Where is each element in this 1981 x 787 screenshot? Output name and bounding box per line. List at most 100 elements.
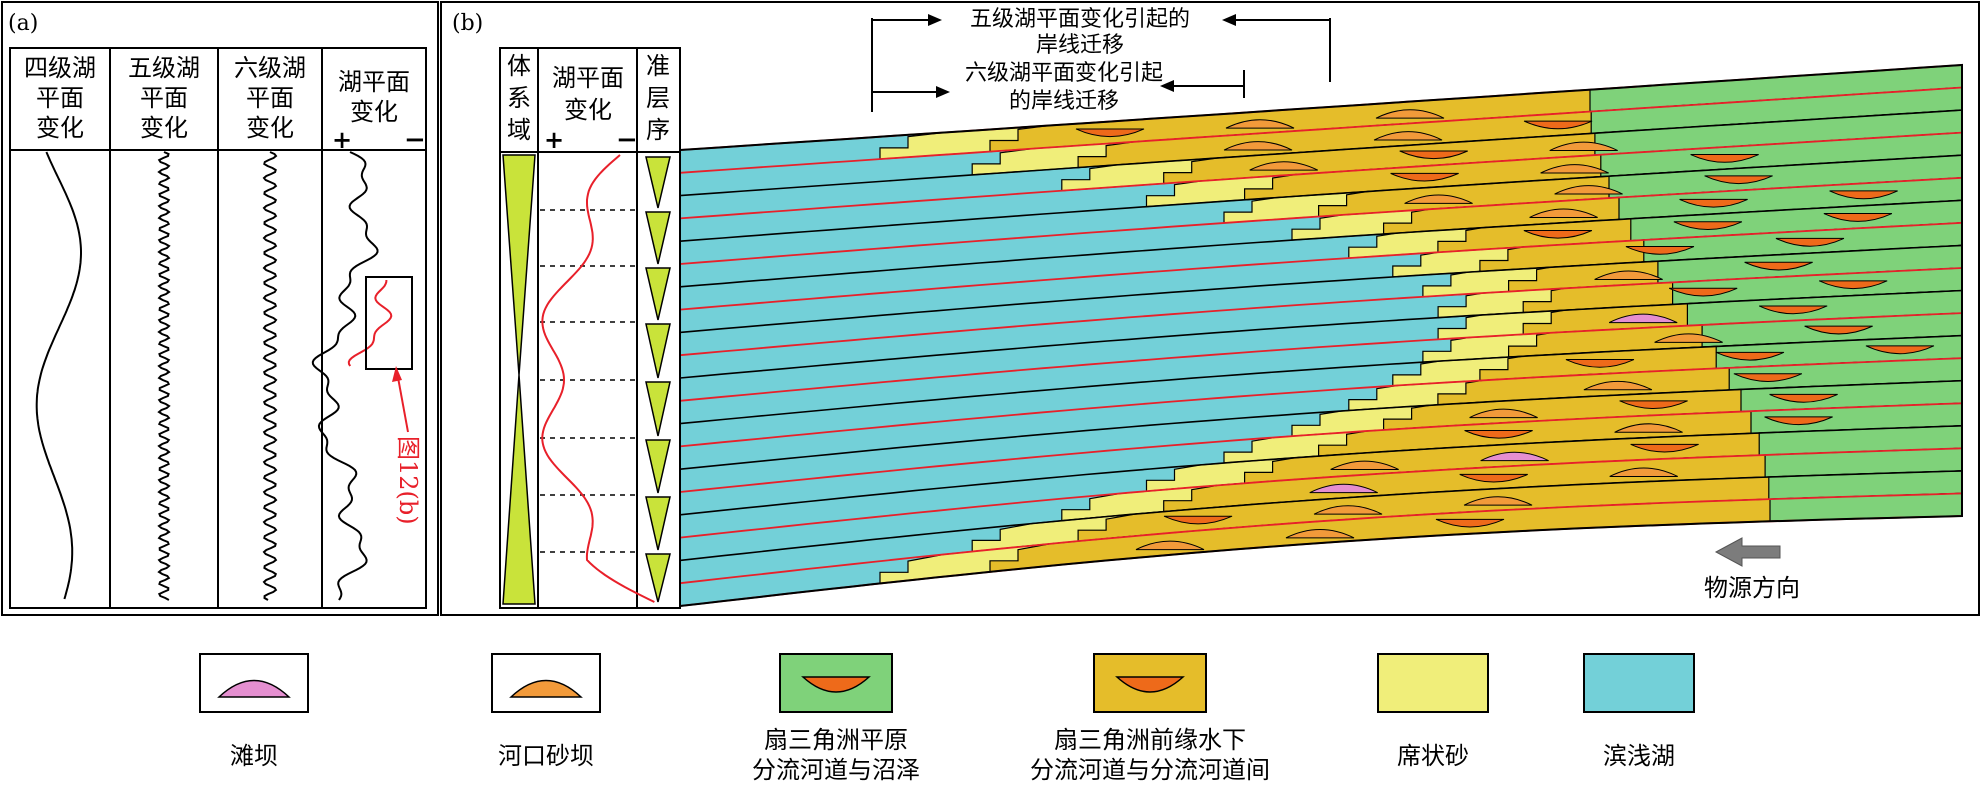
channel-lens (1673, 221, 1743, 230)
legend-label: 分流河道与沼泽 (752, 756, 920, 784)
panel-a: (a) 四级湖 平面 变化 五级湖 平面 变化 六级湖 平面 变化 湖平面 变化… (1, 1, 439, 616)
parasequence-triangles (645, 156, 671, 603)
bar-lens (1480, 451, 1549, 462)
channel-lens (1075, 128, 1145, 138)
bar-lens (1249, 161, 1318, 171)
fifth-order-curve (157, 151, 171, 601)
parasequence-header: 准 层 序 (646, 52, 670, 144)
panel-b-frame (440, 1, 1980, 616)
legend-label: 滩坝 (230, 742, 278, 770)
legend-swatch (1093, 653, 1207, 713)
annotation-six-line2: 的岸线迁移 (1009, 89, 1119, 114)
legend-label: 席状砂 (1397, 742, 1469, 770)
header-line: 四级湖 (24, 54, 96, 82)
header-line: 域 (507, 116, 531, 144)
header-line: 层 (646, 84, 670, 112)
layer-boundary (679, 86, 1963, 174)
arrowhead (936, 86, 950, 98)
legend-label: 分流河道与分流河道间 (1030, 756, 1270, 784)
panel-a-header-4th: 四级湖 平面 变化 (24, 54, 96, 142)
legend-item-sheet-sand: 席状砂 (1377, 653, 1489, 770)
channel-icon (801, 676, 871, 693)
channel-lens (1390, 172, 1459, 182)
channel-lens (1829, 190, 1898, 200)
header-line: 平面 (246, 84, 294, 112)
channel-lens (1679, 198, 1748, 208)
systems-tract-upper-triangle (502, 154, 536, 376)
bar-lens (1529, 208, 1598, 218)
header-line: 湖平面 (552, 64, 624, 92)
bar-lens (1375, 109, 1445, 119)
lake-level-curve (541, 154, 655, 603)
bar-lens (1313, 505, 1383, 515)
channel-icon (1115, 676, 1185, 693)
layer-boundary (679, 402, 1963, 493)
channel-lens (1630, 443, 1699, 453)
channel-lens (1399, 150, 1468, 160)
layer-boundary (679, 267, 1963, 357)
legend-item-fan-delta-plain: 扇三角洲平原 分流河道与沼泽 (752, 653, 920, 784)
minus-sign: − (404, 125, 426, 155)
bar-lens (1330, 460, 1399, 470)
legend-item-shore-shallow-lake: 滨浅湖 (1583, 653, 1695, 770)
parasequence-triangle (645, 156, 671, 209)
shoreline-annotations: 五级湖平面变化引起的 岸线迁移 六级湖平面变化引起 的岸线迁移 (871, 7, 1331, 114)
cross-section-outline (679, 63, 1963, 608)
parasequence-triangle (645, 323, 671, 379)
legend-label: 滨浅湖 (1603, 742, 1675, 770)
lake-level-header: 湖平面 变化 + − (544, 64, 638, 155)
bar-lens (1594, 270, 1663, 280)
legend-item-mouth-bar: 河口砂坝 (491, 653, 601, 770)
systems-tract-header: 体 系 域 (507, 52, 531, 144)
sixth-order-curve (262, 151, 278, 601)
header-line: 平面 (36, 84, 84, 112)
layer-boundary (679, 447, 1963, 539)
header-line: 体 (507, 52, 531, 80)
callout-arrow (396, 371, 409, 433)
parasequence-triangle (645, 439, 671, 494)
header-line: 变化 (564, 96, 612, 124)
bar-lens (1225, 119, 1295, 129)
minus-sign: − (616, 125, 638, 155)
layer-boundary (679, 492, 1963, 585)
layer-boundary (679, 176, 1963, 265)
channel-lens (1804, 325, 1873, 335)
panel-a-header-lake: 湖平面 变化 + − (332, 68, 426, 155)
channel-lens (1775, 237, 1845, 247)
channel-lens (1865, 345, 1935, 355)
header-line: 变化 (140, 114, 188, 142)
bar-lens (1469, 408, 1538, 419)
bar-lens (1540, 164, 1609, 174)
channel-lens (1690, 154, 1759, 163)
channel-lens (1704, 175, 1773, 184)
panel-a-tag: (a) (8, 11, 38, 36)
channel-lens (1818, 280, 1888, 290)
layer-boundary (679, 109, 1963, 197)
header-line: 变化 (246, 114, 294, 142)
bar-lens (1654, 333, 1723, 343)
header-line: 系 (507, 84, 531, 112)
legend-item-beach-bar: 滩坝 (199, 653, 309, 770)
bar-lens (1135, 540, 1205, 551)
channel-lens (1744, 261, 1813, 271)
panel-a-header-5th: 五级湖 平面 变化 (128, 54, 200, 142)
cross-section (679, 63, 1963, 608)
channel-lens (1523, 229, 1593, 239)
bar-lens (1223, 141, 1293, 151)
layer-boundary (679, 334, 1963, 425)
bar-lens (1549, 141, 1618, 152)
channel-lens (1668, 287, 1738, 297)
channel-lens (1823, 213, 1893, 222)
header-line: 湖平面 (338, 68, 410, 96)
layer-boundary (679, 154, 1963, 242)
channel-lens (1769, 393, 1838, 403)
header-line: 五级湖 (128, 54, 200, 82)
legend-label: 扇三角洲前缘水下 (1054, 726, 1246, 754)
header-line: 准 (646, 52, 670, 80)
header-line: 平面 (140, 84, 188, 112)
mouth-bar-icon (509, 679, 583, 698)
channel-lens (1523, 120, 1593, 130)
provenance-label: 物源方向 (1704, 574, 1800, 602)
bar-lens (1373, 131, 1443, 141)
